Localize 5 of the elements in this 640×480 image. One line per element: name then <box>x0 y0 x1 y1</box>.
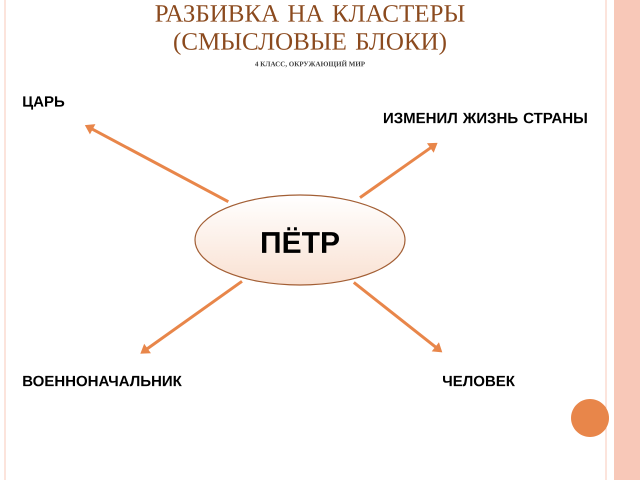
concept-label: ИЗМЕНИЛ ЖИЗНЬ СТРАНЫ <box>384 112 587 124</box>
title: РАЗБИВКА НА КЛАСТЕРЫ (СМЫСЛОВЫЕ БЛОКИ) <box>155 5 465 55</box>
concept-label: ЧЕЛОВЕК <box>443 376 515 386</box>
concept-label: ЦАРЬ <box>23 96 64 110</box>
concept-label: ВОЕННОНАЧАЛЬНИК <box>23 376 182 386</box>
